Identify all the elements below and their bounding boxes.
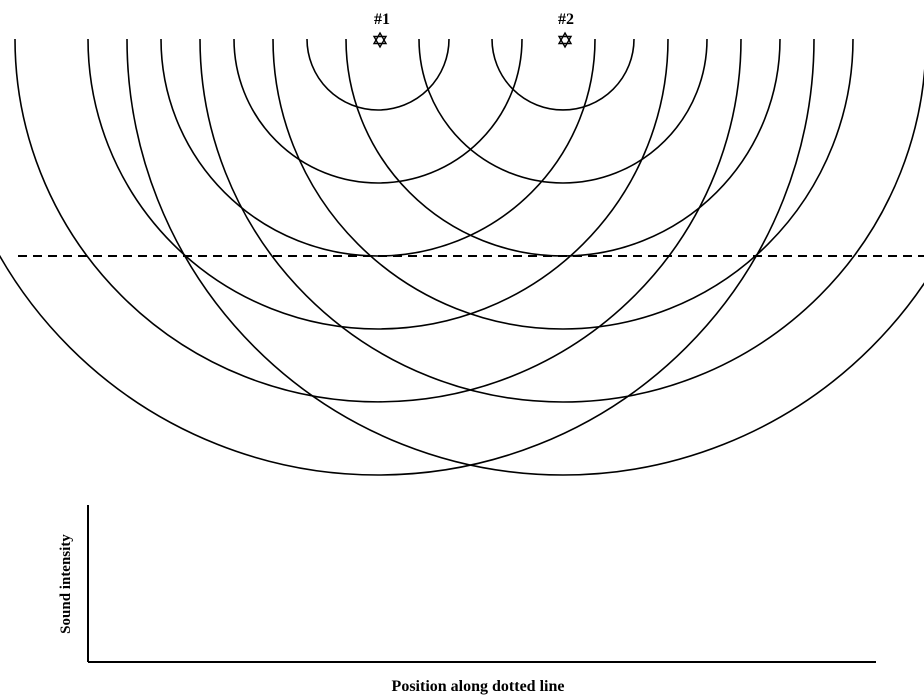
source-1-wavefront-arc xyxy=(0,38,815,476)
source-2-wavefront-arc xyxy=(491,38,635,111)
source-2-wavefront-arc xyxy=(272,38,854,330)
source-2-label: #2 xyxy=(558,11,574,28)
source-1-wavefront-arc xyxy=(14,38,742,403)
star-icon xyxy=(557,31,573,49)
source-2-wavefront-arc xyxy=(418,38,708,184)
source-1-wavefront-arc xyxy=(306,38,450,111)
source-1-label: #1 xyxy=(374,11,390,28)
star-icon xyxy=(372,31,388,49)
source-1-wavefront-arc xyxy=(87,38,669,330)
graph-x-axis-label: Position along dotted line xyxy=(392,678,565,695)
source-2-wavefront-arc xyxy=(345,38,781,257)
source-2-wavefront-arc xyxy=(126,38,924,476)
source-2-wavefront-arc xyxy=(199,38,924,403)
source-2-wavefronts xyxy=(126,38,924,476)
source-1-wavefront-arc xyxy=(160,38,596,257)
source-1-wavefront-arc xyxy=(233,38,523,184)
graph-y-axis-label: Sound intensity xyxy=(58,534,74,634)
